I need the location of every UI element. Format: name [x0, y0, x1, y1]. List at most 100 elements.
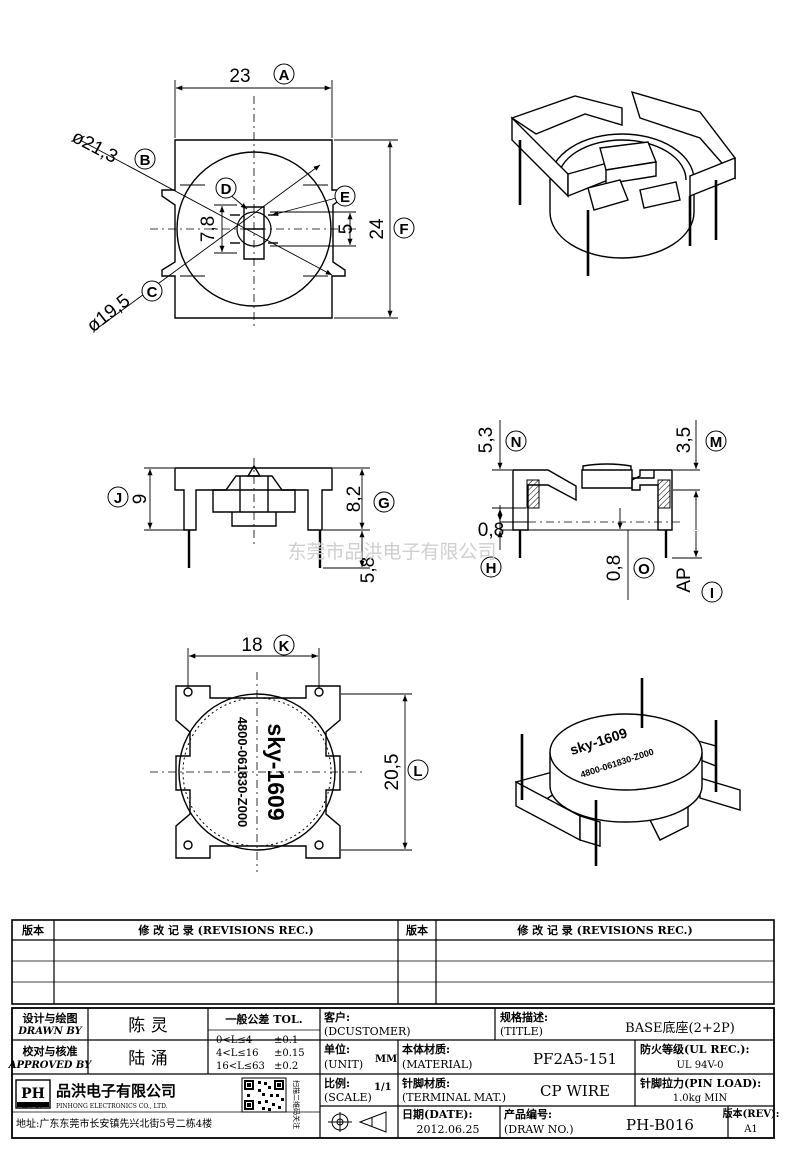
draw-no-value: PH-B016	[626, 1116, 694, 1134]
tol-value-2: ±0.15	[274, 1048, 305, 1059]
side-view-dimension-lines	[492, 420, 702, 600]
drawn-by-label-cn: 设计与绘图	[23, 1011, 78, 1025]
pin-load-value: 1.0kg MIN	[673, 1093, 728, 1104]
dim-o-value: 0,8	[604, 555, 625, 581]
top-view-dimension-lines	[79, 80, 398, 331]
dim-i-letter: I	[710, 585, 714, 602]
unit-label-en: (UNIT)	[324, 1058, 363, 1071]
bottom-view-marking: sky-1609 4800-061830-Z000	[235, 717, 289, 828]
customer-label-cn: 客户:	[323, 1010, 350, 1024]
dim-n-value: 5,3	[476, 427, 497, 453]
title-block-grid	[11, 1007, 775, 1139]
rev-col-header-left: 版本	[22, 923, 44, 937]
rev-col-header-right: 版本	[406, 923, 428, 937]
qr-code	[241, 1077, 287, 1113]
dim-h-letter: H	[486, 560, 497, 577]
unit-label-cn: 单位:	[324, 1042, 350, 1056]
front-view-dimension-lines	[144, 467, 370, 569]
title-label-en: (TITLE)	[500, 1025, 543, 1038]
company-name-en: PINHONG ELECTRONICS CO., LTD.	[56, 1103, 168, 1110]
draw-no-label-cn: 产品编号:	[504, 1107, 552, 1121]
dim-d-value: 7,8	[198, 216, 219, 242]
drawn-by-name: 陈 灵	[128, 1016, 167, 1036]
tol-range-1: 0<L≤4	[216, 1035, 252, 1046]
material-value: PF2A5-151	[533, 1050, 617, 1068]
tol-range-2: 4<L≤16	[216, 1048, 259, 1059]
material-label-cn: 本体材质:	[402, 1042, 450, 1056]
dim-h-value: 0,8	[478, 520, 504, 541]
company-logo-subtext: 品洪 电子	[22, 1102, 44, 1109]
dim-e-value: 5	[336, 224, 357, 235]
dim-c-value: ø19,5	[83, 290, 134, 336]
dim-f-value: 24	[367, 218, 388, 240]
part-marking-line2: 4800-061830-Z000	[235, 717, 250, 828]
bottom-view-circle	[178, 693, 336, 851]
dim-pin-length: 5,8	[358, 557, 379, 583]
revisions-header-left: 修 改 记 录 (REVISIONS REC.)	[137, 923, 313, 937]
tol-range-3: 16<L≤63	[216, 1061, 265, 1072]
draw-no-label-en: (DRAW NO.)	[504, 1123, 573, 1136]
bottom-view-centerlines	[150, 672, 365, 872]
front-view	[174, 464, 333, 568]
top-view-center-pad	[243, 206, 265, 260]
customer-label-en: (DCUSTOMER)	[324, 1025, 411, 1038]
terminal-label-en: (TERMINAL MAT.)	[402, 1091, 506, 1104]
rev-label: 版本(REV):	[723, 1107, 780, 1120]
dim-b-letter: B	[140, 152, 151, 169]
rev-value: A1	[743, 1124, 758, 1135]
company-logo-letters: PH	[21, 1086, 45, 1102]
ul-value: UL 94V-0	[676, 1060, 723, 1071]
bottom-view-labels: 18 K 20,5 L	[241, 634, 429, 790]
dim-m-value: 3,5	[674, 427, 695, 453]
side-view	[512, 463, 673, 558]
approved-by-label-en: APPROVED BY	[8, 1060, 92, 1071]
dim-k-value: 18	[241, 635, 262, 656]
scale-label-cn: 比例:	[324, 1076, 350, 1090]
terminal-label-cn: 针脚材质:	[402, 1076, 450, 1090]
company-address: 地址:广东东莞市长安镇先兴北街5号二栋4楼	[16, 1117, 212, 1130]
date-value: 2012.06.25	[417, 1123, 480, 1136]
iso-view-bottom: sky-1609 4800-061830-Z000	[514, 678, 741, 866]
dim-j-letter: J	[114, 490, 122, 507]
company-name-cn: 品洪电子有限公司	[56, 1082, 176, 1100]
date-label: 日期(DATE):	[402, 1107, 473, 1121]
approved-by-name: 陆 涌	[128, 1049, 167, 1069]
title-label-cn: 规格描述:	[500, 1010, 548, 1024]
dim-i-value: AP	[674, 567, 695, 592]
dim-l-letter: L	[413, 763, 422, 780]
dim-n-letter: N	[511, 434, 522, 451]
terminal-value: CP WIRE	[540, 1082, 610, 1100]
drawn-by-label-en: DRAWN BY	[17, 1026, 82, 1037]
dim-g-value: 8,2	[344, 486, 365, 512]
part-marking-line1: sky-1609	[263, 723, 289, 820]
approved-by-label-cn: 校对与核准	[23, 1044, 78, 1058]
front-view-labels: 9 J 8,2 G 5,8	[107, 486, 395, 583]
dim-b-value: ø21,3	[68, 126, 121, 167]
dim-f-letter: F	[399, 221, 408, 238]
dim-o-letter: O	[638, 561, 650, 578]
company-logo: PH 品洪 电子	[15, 1079, 51, 1109]
dim-j-value: 9	[130, 494, 151, 505]
projection-symbol	[328, 1111, 387, 1133]
material-label-en: (MATERIAL)	[402, 1058, 472, 1071]
dim-g-letter: G	[378, 495, 390, 512]
tolerance-title: 一般公差 TOL.	[225, 1012, 302, 1026]
dim-a-value: 23	[229, 66, 250, 87]
iso-view-top	[510, 90, 736, 276]
dim-m-letter: M	[710, 434, 723, 451]
pin-load-label: 针脚拉力(PIN LOAD):	[640, 1076, 761, 1090]
tol-value-3: ±0.2	[274, 1061, 298, 1072]
scale-value: 1/1	[374, 1082, 392, 1093]
dim-a-letter: A	[279, 67, 290, 84]
watermark: 东莞市品洪电子有限公司	[287, 541, 496, 563]
ul-label: 防火等级(UL REC.):	[640, 1042, 750, 1056]
revisions-table	[11, 919, 775, 1005]
top-view-labels: 23 A ø21,3 B ø19,5 C 7,8 D 5 E 24 F	[68, 63, 415, 337]
side-view-labels: 5,3 N 3,5 M 0,8 H 0,8 O AP I	[476, 427, 727, 603]
bottom-view-dimension-lines	[187, 648, 412, 851]
dim-d-letter: D	[221, 181, 232, 198]
scale-label-en: (SCALE)	[324, 1091, 372, 1104]
unit-value: MM	[375, 1054, 397, 1065]
revisions-header-right: 修 改 记 录 (REVISIONS REC.)	[516, 923, 692, 937]
title-value: BASE底座(2+2P)	[625, 1020, 735, 1036]
